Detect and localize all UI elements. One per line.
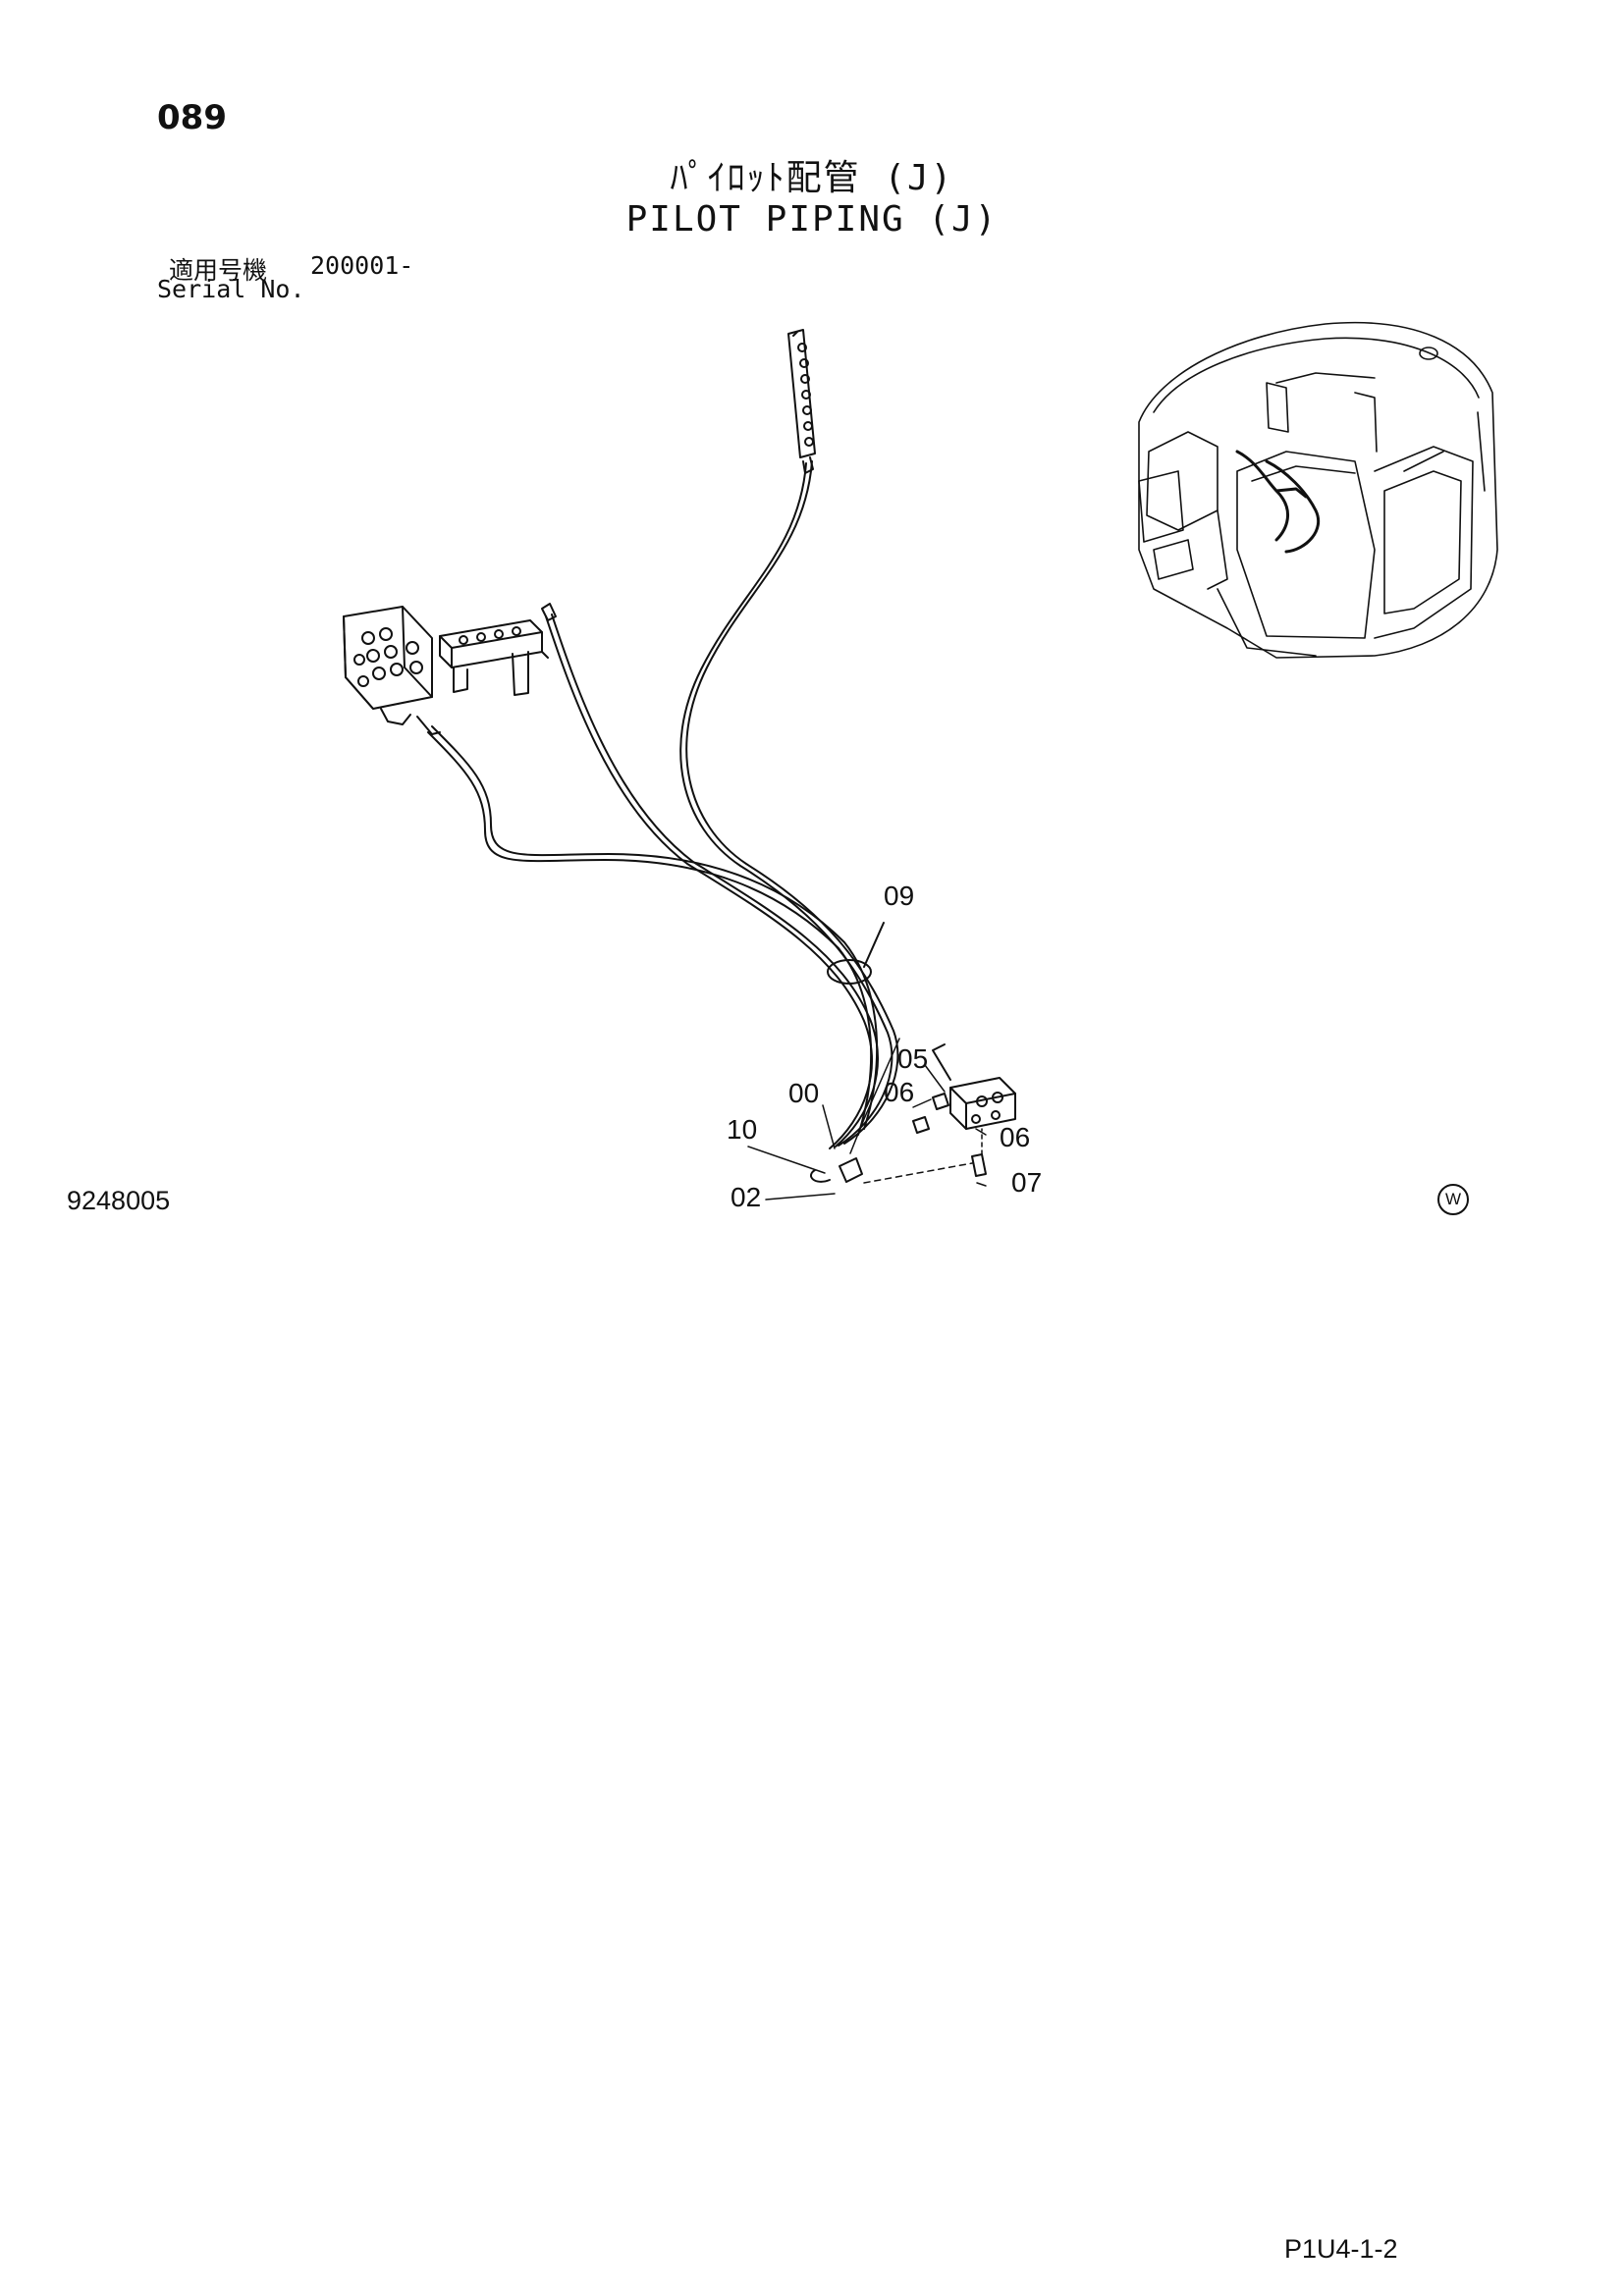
callout-02: 02 [731,1182,761,1212]
w-circle-mark: W [1437,1184,1469,1215]
clamp-loop [827,922,885,985]
control-valve-block [343,606,441,735]
hose-group [427,460,899,1149]
callout-00: 00 [788,1078,819,1108]
callout-05: 05 [897,1043,928,1074]
serial-number-value: 200001- [310,251,414,280]
machine-overview-illustration [1138,321,1498,659]
page-title-japanese: ﾊﾟｲﾛｯﾄ配管 (J) [670,158,954,198]
fittings [810,1093,987,1183]
drawing-number: 9248005 [67,1186,171,1215]
page-number: 089 [157,98,227,137]
page-title-english: PILOT PIPING (J) [625,199,999,240]
callout-07: 07 [1011,1167,1042,1198]
callout-06-upper: 06 [884,1077,914,1107]
serial-label-english: Serial No. [157,275,305,303]
pilot-piping-diagram: 09 05 00 06 06 10 02 07 [343,321,1498,1212]
callout-10: 10 [727,1114,757,1145]
manifold-bar-top [787,329,816,474]
lower-manifold-block [932,1043,1016,1130]
page-reference: P1U4-1-2 [1284,2234,1398,2264]
callout-09: 09 [884,881,914,911]
serial-label-japanese: 適用号機 [169,256,268,285]
leader-lines [747,1038,987,1201]
port-bracket [439,619,549,696]
callout-06-lower: 06 [1000,1122,1030,1152]
